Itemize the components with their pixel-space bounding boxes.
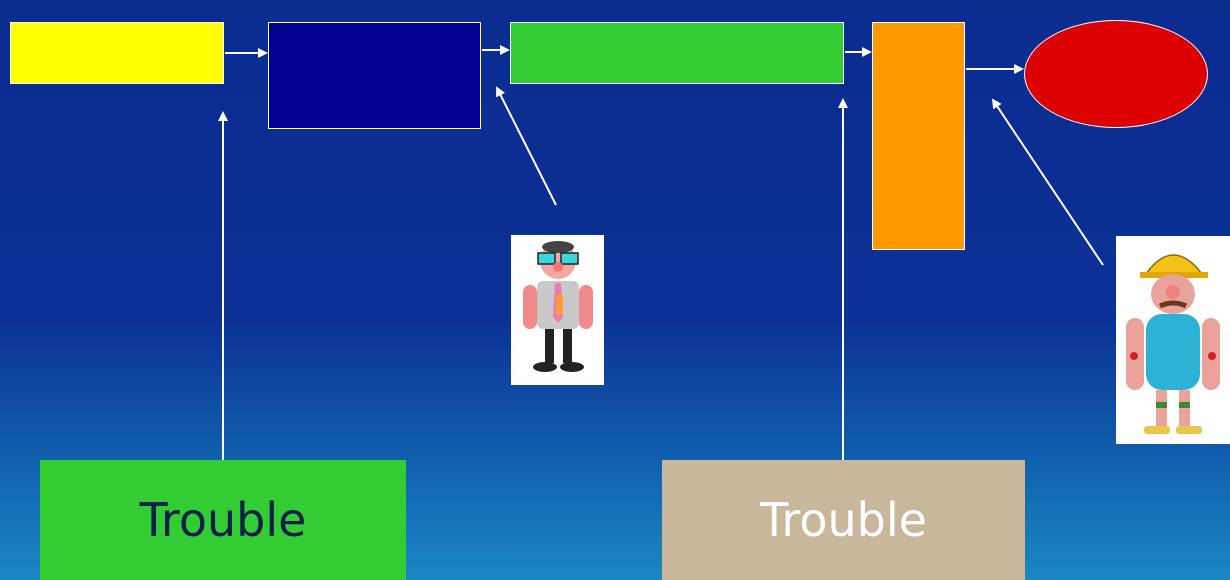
trouble-label-2: Trouble (760, 493, 927, 547)
flow-step-4-box (872, 22, 965, 250)
flow-step-1-box (10, 22, 224, 84)
trouble-label-1: Trouble (139, 493, 307, 547)
construction-worker-figure (1116, 236, 1230, 444)
office-worker-icon (523, 241, 593, 372)
trouble-callout-1: Trouble (40, 460, 406, 580)
construction-worker-icon (1126, 254, 1220, 434)
office-worker-figure (511, 235, 604, 385)
flow-step-3-box (510, 22, 844, 84)
flow-step-2-box (268, 22, 481, 129)
flow-end-ellipse (1024, 20, 1208, 128)
trouble-callout-2: Trouble (662, 460, 1025, 580)
office-worker-pointer (496, 86, 557, 206)
construction-worker-pointer (991, 98, 1104, 266)
